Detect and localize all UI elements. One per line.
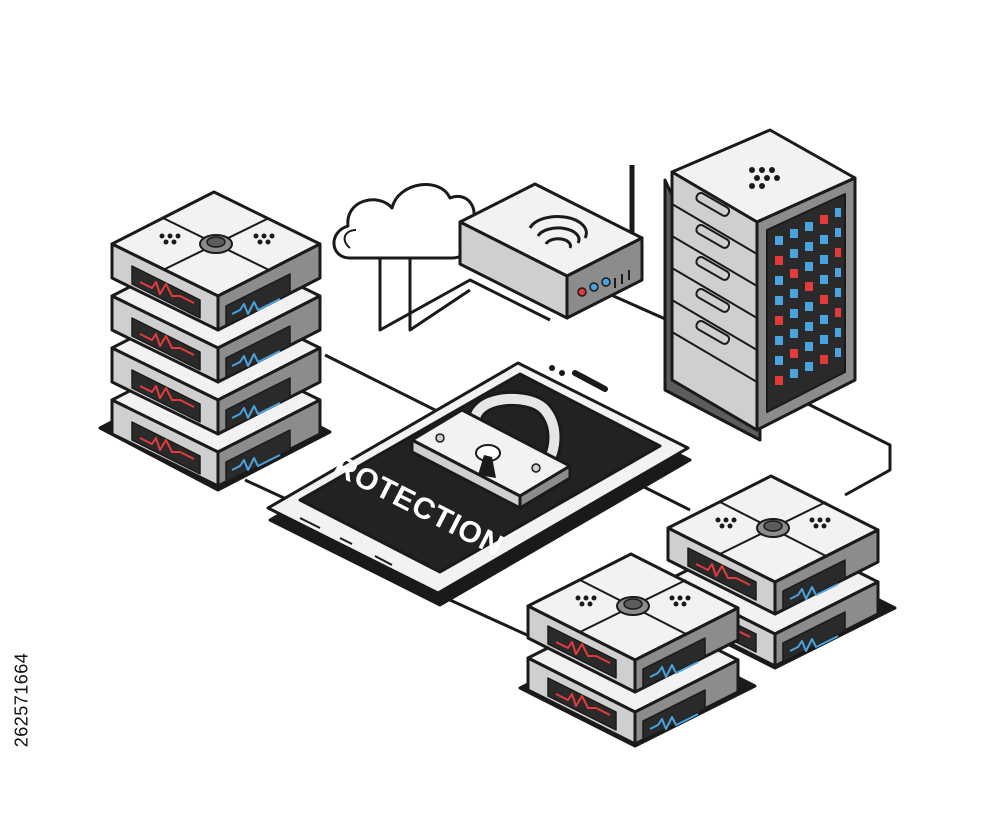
server-stack-left: [98, 190, 332, 492]
stock-id-text: 262571664: [11, 652, 32, 748]
rack-drive-bays: [671, 191, 758, 383]
server-stack-bottom: [518, 552, 757, 748]
server-unit: [526, 552, 740, 694]
server-unit: [666, 474, 880, 616]
smartphone-icon: PROTECTION: [266, 361, 692, 607]
rack-vent-dots: [749, 167, 780, 189]
server-unit: [110, 190, 322, 332]
wifi-router-icon: [458, 165, 644, 320]
rack-led-grid: [775, 208, 841, 385]
cloud-icon: [332, 183, 476, 260]
phone-speaker: [549, 365, 609, 392]
phone-buttons: [299, 517, 393, 566]
stock-id-label: 262571664: [10, 600, 34, 800]
server-rack-icon: [663, 128, 857, 442]
padlock-icon: [410, 390, 572, 510]
